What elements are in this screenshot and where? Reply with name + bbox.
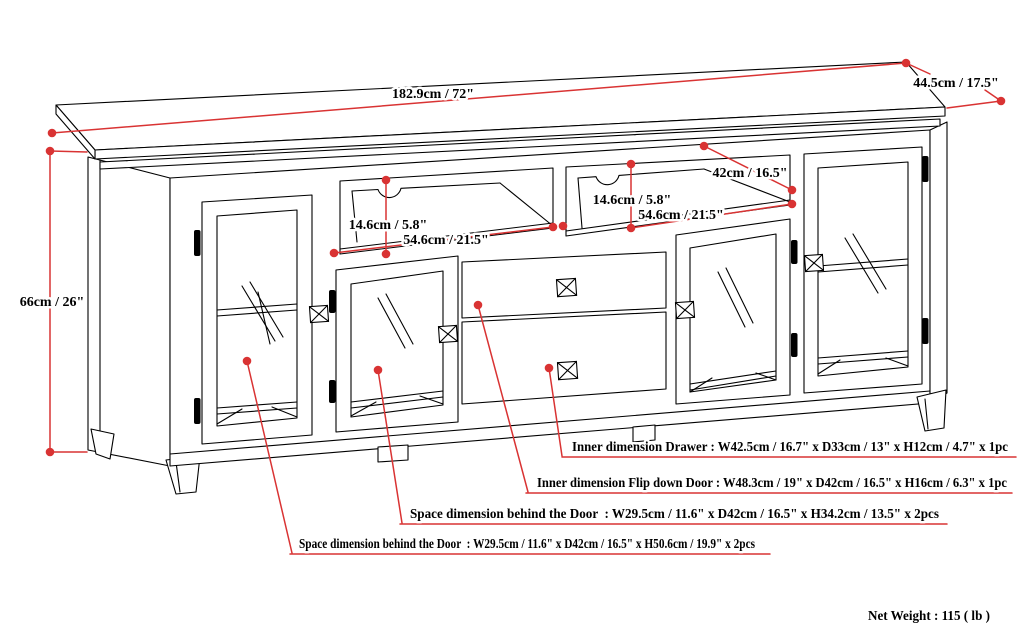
cable-cutout-right xyxy=(577,168,705,186)
glass-reflection xyxy=(717,267,754,328)
hinge xyxy=(194,398,201,424)
flip-door-inner-dimension-note: Inner dimension Flip down Door : W48.3cm… xyxy=(537,476,1007,491)
side-door-space-note: Space dimension behind the Door : W29.5c… xyxy=(299,537,755,552)
annotation-leaders xyxy=(242,300,1017,555)
dimension-lines xyxy=(45,58,1017,555)
plinth-line xyxy=(169,390,931,455)
drawer xyxy=(461,311,667,405)
shelf-depth-line xyxy=(699,141,797,195)
dimension-labels: 182.9cm / 72" 44.5cm / 17.5" 66cm / 26" … xyxy=(17,74,1001,313)
center-foot-left xyxy=(377,444,409,463)
hinge xyxy=(329,290,336,313)
door-knob xyxy=(555,277,578,298)
drawer-knob xyxy=(556,360,579,381)
annotation-text: Inner dimension Drawer : W42.5cm / 16.7"… xyxy=(297,438,1011,625)
far-right-glass-door xyxy=(803,146,929,394)
left-shelf-height-label: 14.6cm / 5.8" xyxy=(349,218,428,233)
glass-reflection xyxy=(377,293,414,349)
right-shelf-height-label: 14.6cm / 5.8" xyxy=(593,193,672,208)
net-weight-label: Net Weight : 115 ( lb ) xyxy=(868,609,990,624)
door-knob xyxy=(803,253,825,273)
cable-cutout-left xyxy=(351,182,501,199)
drawer-inner-dimension-note: Inner dimension Drawer : W42.5cm / 16.7"… xyxy=(572,440,1008,455)
shelf-depth-label: 42cm / 16.5" xyxy=(712,166,787,181)
front-right-leg xyxy=(916,389,947,432)
hinge xyxy=(791,240,798,264)
far-left-glass-door xyxy=(194,194,330,445)
glass-reflection xyxy=(844,233,887,294)
height-dimension-line xyxy=(45,146,88,457)
hinge xyxy=(791,333,798,357)
right-shelf-height-line xyxy=(626,159,636,233)
door-knob xyxy=(437,324,459,344)
right-shelf-width-label: 54.6cm / 21.5" xyxy=(638,208,724,223)
overall-height-label: 66cm / 26" xyxy=(20,295,85,310)
hinge xyxy=(194,230,201,256)
hinge xyxy=(329,380,336,403)
width-dimension-line xyxy=(51,62,907,134)
overall-depth-label: 44.5cm / 17.5" xyxy=(913,76,999,91)
tv-stand-drawing xyxy=(55,61,948,495)
left-shelf-height-line xyxy=(381,175,391,259)
middle-left-glass-door xyxy=(329,255,459,433)
left-shelf-width-label: 54.6cm / 21.5" xyxy=(403,233,489,248)
back-left-leg xyxy=(90,428,115,460)
top-board xyxy=(55,61,946,170)
door-knob xyxy=(308,304,330,324)
overall-width-label: 182.9cm / 72" xyxy=(392,87,474,102)
right-shelf-width-line xyxy=(630,199,797,229)
left-open-shelf xyxy=(339,167,554,255)
middle-door-space-note: Space dimension behind the Door : W29.5c… xyxy=(410,507,940,522)
hinge xyxy=(922,156,929,182)
door-knob xyxy=(674,300,696,320)
glass-reflection xyxy=(241,281,284,345)
right-side-panel xyxy=(916,121,948,432)
middle-right-glass-door xyxy=(674,218,798,405)
flip-down-door xyxy=(461,251,667,319)
depth-dimension-line xyxy=(905,62,1006,109)
center-foot-right xyxy=(632,424,656,443)
hinge xyxy=(922,318,929,344)
left-shelf-width-line xyxy=(329,221,568,258)
